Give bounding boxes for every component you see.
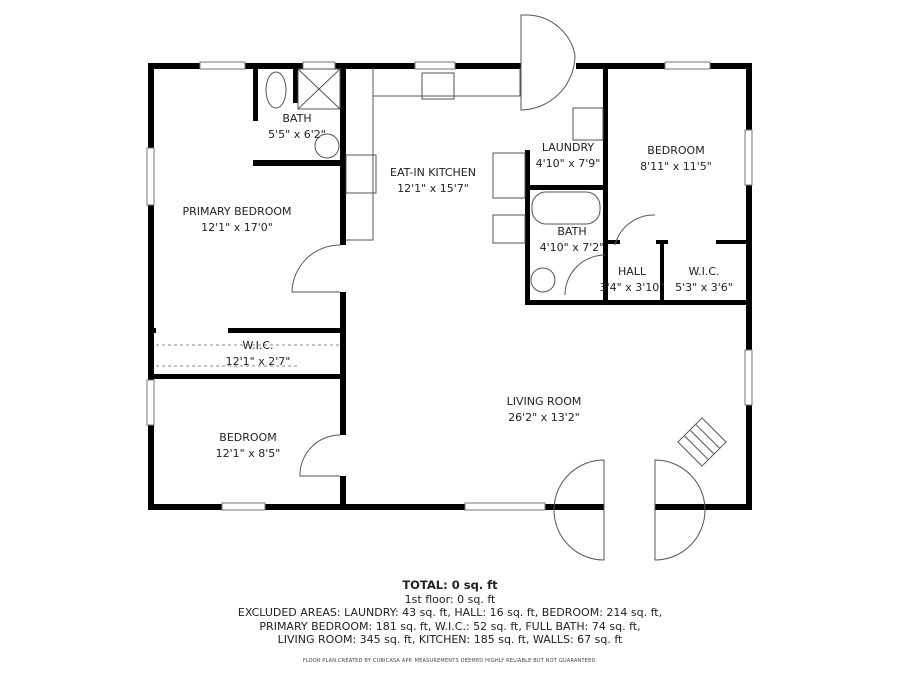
room-wic-dims: 5'3" x 3'6"	[675, 281, 733, 294]
room-wic1-name: W.I.C.	[242, 339, 273, 352]
room-primary-dims: 12'1" x 17'0"	[201, 221, 273, 234]
fridge-icon	[492, 152, 526, 199]
room-bedroom2-name: BEDROOM	[219, 431, 276, 444]
excluded-areas-line1: EXCLUDED AREAS: LAUNDRY: 43 sq. ft, HALL…	[237, 606, 663, 619]
room-kitchen-name: EAT-IN KITCHEN	[390, 166, 476, 179]
room-kitchen-dims: 12'1" x 15'7"	[397, 182, 469, 195]
toilet-icon	[265, 71, 287, 109]
room-living-name: LIVING ROOM	[507, 395, 582, 408]
room-living-dims: 26'2" x 13'2"	[508, 411, 580, 424]
area-summary: TOTAL: 0 sq. ft 1st floor: 0 sq. ft EXCL…	[0, 578, 900, 668]
room-bath-dims: 5'5" x 6'2"	[268, 128, 326, 141]
fixtures	[156, 68, 727, 467]
floor-area: 1st floor: 0 sq. ft	[404, 592, 496, 606]
sink-icon	[530, 267, 556, 293]
room-hall-name: HALL	[618, 265, 647, 278]
room-bedroom2-dims: 12'1" x 8'5"	[216, 447, 281, 460]
excluded-areas-line2: PRIMARY BEDROOM: 181 sq. ft, W.I.C.: 52 …	[259, 619, 641, 633]
room-wic1-dims: 12'1" x 2'7"	[226, 355, 291, 368]
total-area: TOTAL: 0 sq. ft	[402, 578, 498, 592]
room-hall-dims: 3'4" x 3'10"	[600, 281, 665, 294]
doors	[291, 14, 706, 561]
kitchen-sink-icon	[421, 72, 455, 100]
room-bath2-dims: 4'10" x 7'2"	[540, 241, 605, 254]
room-labels: BATH 5'5" x 6'2" EAT-IN KITCHEN 12'1" x …	[182, 112, 732, 460]
shower-icon	[297, 68, 341, 110]
stairs-icon	[677, 417, 727, 467]
excluded-areas-line3: LIVING ROOM: 345 sq. ft, KITCHEN: 185 sq…	[277, 633, 623, 646]
bathtub-icon	[531, 191, 601, 225]
room-laundry-name: LAUNDRY	[542, 141, 595, 154]
windows	[146, 61, 753, 511]
washer-icon	[572, 107, 604, 141]
stove-icon	[345, 154, 377, 194]
room-bedroom-name: BEDROOM	[647, 144, 704, 157]
sink-icon	[314, 133, 340, 159]
room-laundry-dims: 4'10" x 7'9"	[536, 157, 601, 170]
room-primary-name: PRIMARY BEDROOM	[182, 205, 291, 218]
room-bath-name: BATH	[282, 112, 311, 125]
room-bath2-name: BATH	[557, 225, 586, 238]
room-bedroom-dims: 8'11" x 11'5"	[640, 160, 712, 173]
counter	[346, 68, 521, 241]
room-wic-name: W.I.C.	[688, 265, 719, 278]
disclaimer: FLOOR PLAN CREATED BY CUBICASA APP. MEAS…	[302, 657, 598, 664]
